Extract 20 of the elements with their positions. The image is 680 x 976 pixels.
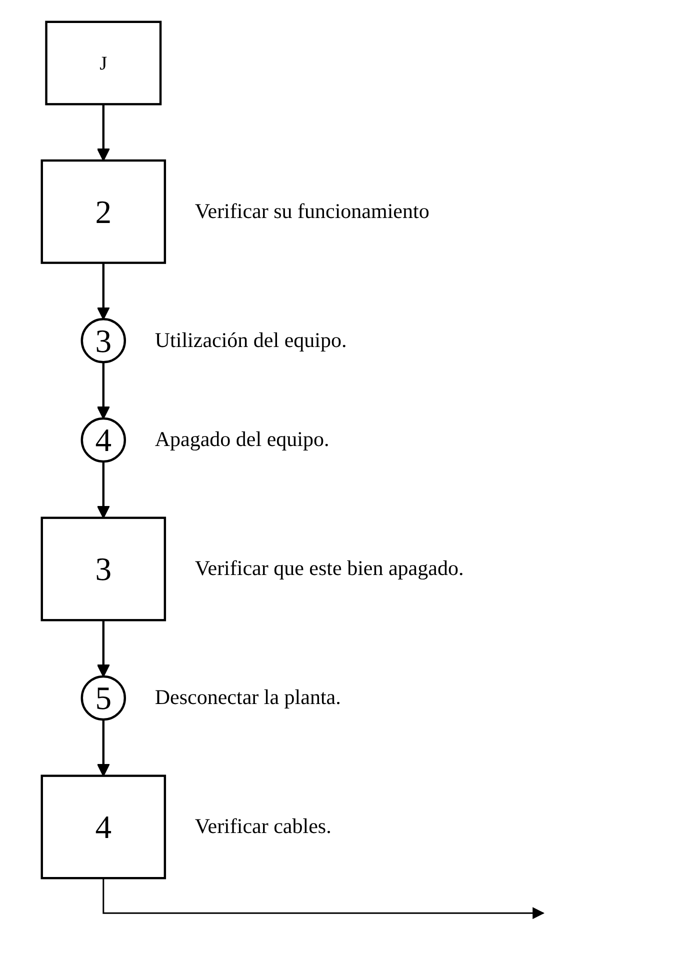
arrow [96, 362, 110, 420]
arrow [96, 262, 110, 320]
arrow [96, 104, 110, 162]
arrow [102, 878, 545, 920]
arrow [96, 462, 110, 518]
arrow [96, 620, 110, 678]
step-description: Verificar su funcionamiento [194, 198, 430, 224]
step-description: Apagado del equipo. [154, 426, 330, 452]
node-box: 4 [40, 774, 166, 880]
step-description: Verificar que este bien apagado. [194, 556, 464, 581]
node-box: 2 [40, 159, 166, 264]
node-circle: 4 [80, 417, 126, 463]
node-circle: 3 [80, 318, 126, 364]
arrow [96, 719, 110, 776]
node-box: 3 [40, 516, 166, 622]
step-description: Utilización del equipo. [154, 328, 347, 353]
step-description: Desconectar la planta. [154, 684, 341, 710]
node-box: J [45, 20, 162, 106]
step-description: Verificar cables. [194, 814, 332, 839]
node-circle: 5 [80, 675, 126, 721]
